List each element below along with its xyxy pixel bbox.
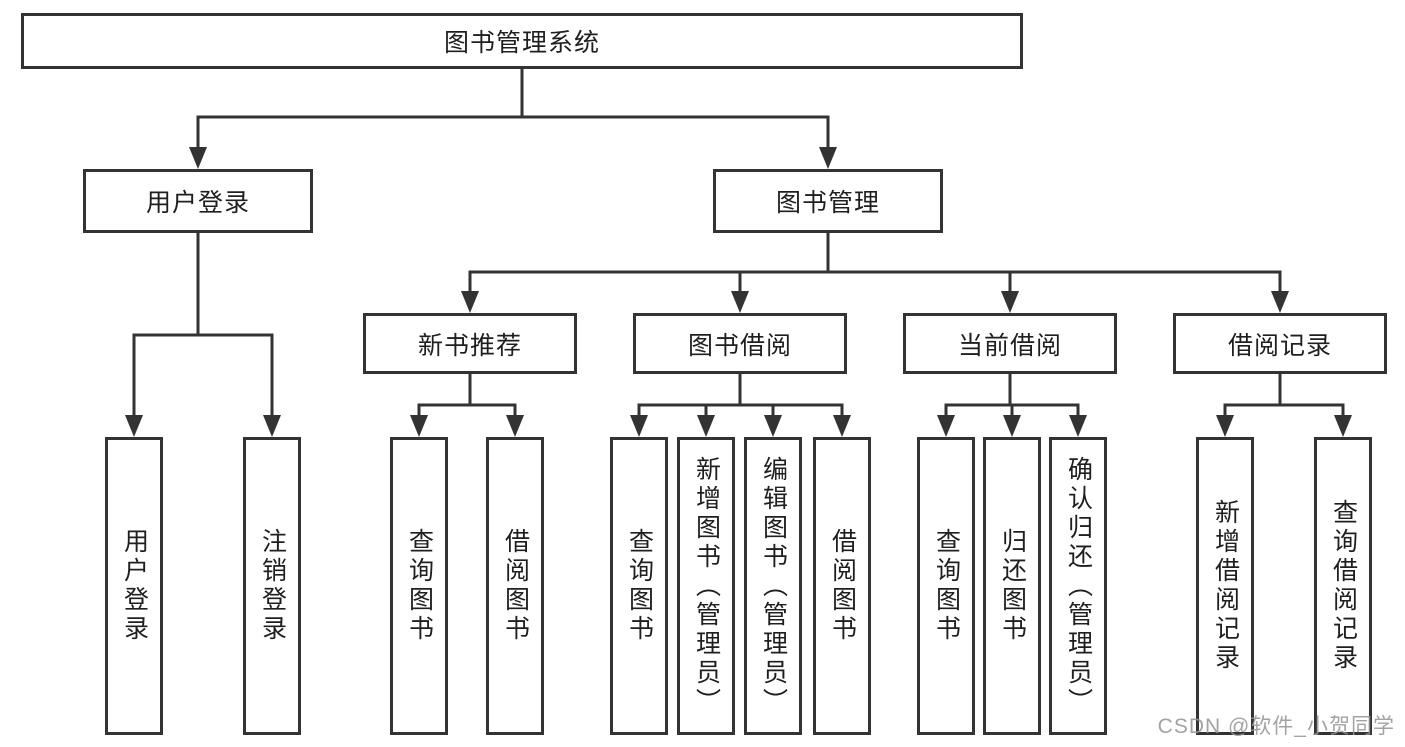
node-borrow-records: 借阅记录 — [1173, 313, 1387, 374]
csdn-watermark: CSDN @软件_小贺同学 — [1157, 715, 1395, 738]
node-book-borrow: 图书借阅 — [633, 313, 847, 374]
node-root-system: 图书管理系统 — [21, 13, 1023, 69]
leaf-add-books-admin: 新增图书（管理员） — [677, 437, 735, 735]
leaf-edit-books-admin: 编辑图书（管理员） — [744, 437, 802, 735]
leaf-borrow-books: 借阅图书 — [813, 437, 871, 735]
node-new-book-recommend: 新书推荐 — [363, 313, 577, 374]
node-book-management: 图书管理 — [713, 169, 943, 233]
leaf-confirm-return-admin: 确认归还（管理员） — [1049, 437, 1107, 735]
leaf-add-borrow-record: 新增借阅记录 — [1196, 437, 1254, 735]
leaf-query-books-recommend: 查询图书 — [390, 437, 448, 735]
node-current-borrow: 当前借阅 — [903, 313, 1117, 374]
leaf-query-books-current: 查询图书 — [917, 437, 975, 735]
leaf-borrow-books-recommend: 借阅图书 — [486, 437, 544, 735]
leaf-logout-login: 注销登录 — [243, 437, 301, 735]
arrowheads — [125, 147, 1352, 437]
leaf-query-books-borrow: 查询图书 — [610, 437, 668, 735]
leaf-user-login: 用户登录 — [105, 437, 163, 735]
node-user-login: 用户登录 — [83, 169, 313, 233]
leaf-query-borrow-record: 查询借阅记录 — [1314, 437, 1372, 735]
leaf-return-books: 归还图书 — [983, 437, 1041, 735]
